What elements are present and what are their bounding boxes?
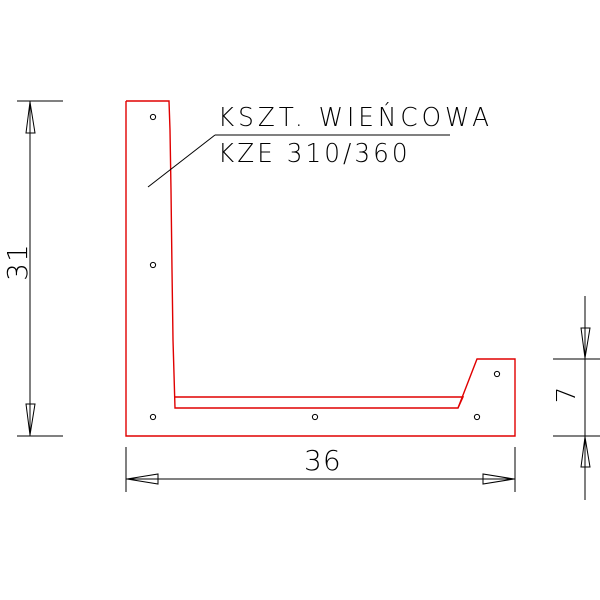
dimension-foot-height <box>553 296 600 500</box>
hole-icon <box>149 113 157 121</box>
height-dimension-label: 31 <box>1 243 34 281</box>
part-name-label: KSZT. WIEŃCOWA <box>218 103 493 133</box>
part-code-label: KZE 310/360 <box>218 139 411 169</box>
hole-icon <box>149 261 157 269</box>
hole-icon <box>149 413 157 421</box>
arrow-up-icon <box>580 436 591 468</box>
width-dimension-label: 36 <box>304 444 342 477</box>
foot-height-dimension-label: 7 <box>552 386 582 404</box>
title-leader <box>147 134 450 188</box>
arrow-down-icon <box>580 327 591 359</box>
arrow-down-icon <box>25 403 36 436</box>
hole-icon <box>493 370 501 378</box>
mounting-holes <box>149 113 501 421</box>
arrow-right-icon <box>482 473 515 485</box>
dimension-width <box>125 447 516 492</box>
hole-icon <box>473 413 481 421</box>
dimension-height <box>17 100 63 437</box>
hole-icon <box>311 413 319 421</box>
part-outline <box>125 100 516 437</box>
arrow-up-icon <box>25 101 36 134</box>
arrow-left-icon <box>126 473 159 485</box>
